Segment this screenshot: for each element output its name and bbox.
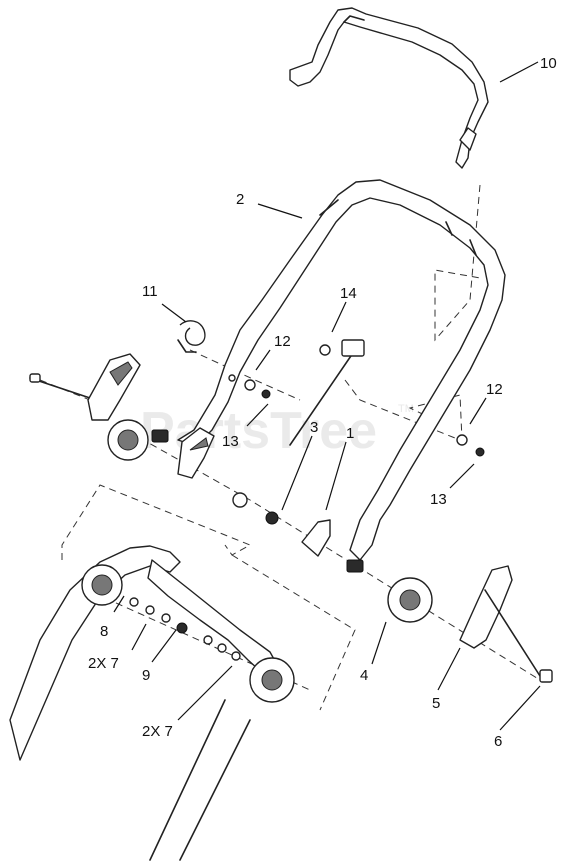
callout-13-left: 13 [222,433,239,450]
clip-part-11[interactable] [177,320,206,353]
callout-14: 14 [340,285,357,302]
callout-labels: 10 2 11 14 12 12 13 13 3 1 8 2X 7 9 2X 7… [88,55,557,750]
right-knob-assembly[interactable] [301,519,553,683]
callout-13-right: 13 [430,491,447,508]
callout-5: 5 [432,695,440,712]
left-knob-assembly[interactable] [29,353,248,508]
callout-2x7-lower: 2X 7 [142,723,173,740]
washers-nuts[interactable] [228,374,485,525]
callout-2: 2 [236,191,244,208]
callout-12-right: 12 [486,381,503,398]
lower-handle[interactable] [9,545,295,861]
watermark-trademark: TM [398,403,414,415]
top-handle-part-10[interactable] [289,7,489,169]
callout-8: 8 [100,623,108,640]
watermark-text: PartsTree [140,402,377,460]
callout-10: 10 [540,55,557,72]
upper-handle-part-2[interactable] [151,179,506,573]
callout-2x7-upper: 2X 7 [88,655,119,672]
callout-1: 1 [346,425,354,442]
leader-lines [113,61,541,731]
callout-3: 3 [310,419,318,436]
pin-part-14[interactable] [289,339,365,446]
callout-12-left: 12 [274,333,291,350]
callout-11: 11 [142,283,158,300]
callout-4: 4 [360,667,368,684]
watermark: PartsTree TM [140,402,414,460]
callout-6: 6 [494,733,502,750]
callout-9: 9 [142,667,150,684]
